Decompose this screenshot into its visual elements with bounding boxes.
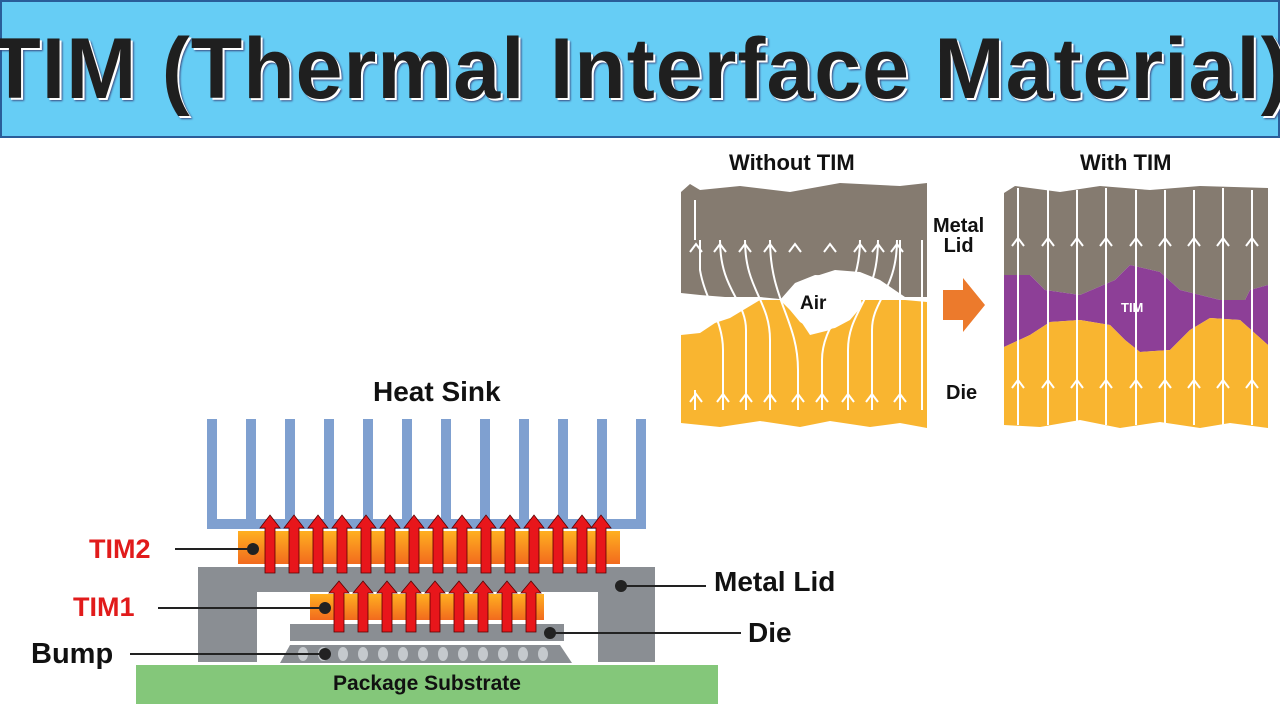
right-arrow-icon — [943, 278, 985, 332]
page-title: TIM (Thermal Interface Material) — [0, 20, 1280, 117]
die-stack-label: Die — [748, 617, 792, 648]
tim2-label: TIM2 — [89, 534, 151, 564]
tim1-label: TIM1 — [73, 592, 135, 622]
package-substrate — [136, 665, 718, 704]
heat-arrows-tim2 — [259, 514, 612, 574]
heat-sink-label: Heat Sink — [373, 376, 501, 407]
package-substrate-label: Package Substrate — [333, 672, 521, 695]
without-tim-heading: Without TIM — [729, 150, 855, 175]
with-tim-heading: With TIM — [1080, 150, 1172, 175]
metal-lid — [198, 567, 655, 662]
metal-lid-label: Metal Lid — [933, 216, 984, 256]
tim-layer-label: TIM — [1121, 300, 1144, 315]
air-label: Air — [800, 293, 827, 314]
title-banner: TIM (Thermal Interface Material) — [0, 0, 1280, 138]
without-tim-panel — [681, 183, 927, 428]
die-label-comparison: Die — [946, 382, 978, 404]
heat-sink — [207, 419, 646, 529]
metal-lid-stack-label: Metal Lid — [714, 566, 836, 597]
bump-label: Bump — [31, 638, 114, 670]
leader-lines — [130, 543, 741, 660]
metal-lid-line1: Metal — [933, 215, 985, 237]
metal-lid-line2: Lid — [943, 235, 974, 257]
heat-arrows-tim1 — [328, 580, 542, 633]
die — [290, 624, 564, 641]
with-tim-panel — [1004, 186, 1268, 428]
